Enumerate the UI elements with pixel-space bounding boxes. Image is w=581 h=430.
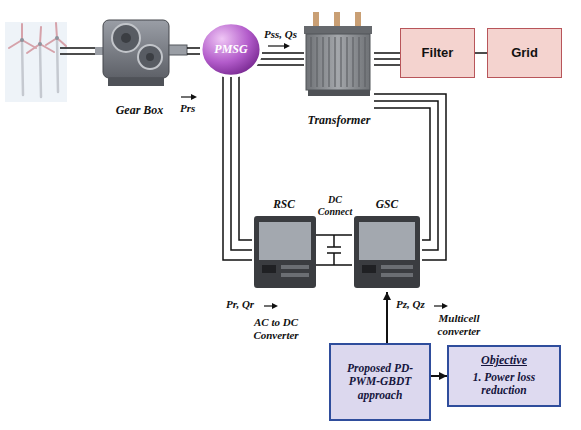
connector-line (475, 52, 487, 54)
connector-line (187, 48, 200, 54)
flow-label: DC Connect (314, 194, 356, 217)
grid-box: Grid (487, 28, 562, 78)
shaft-lines (60, 48, 95, 54)
sky-panel (5, 22, 67, 102)
node-label: Objective (481, 354, 527, 368)
flow-label: Pr, Qr (226, 298, 254, 311)
wind-turbines (5, 22, 67, 102)
flow-label: AC to DC Converter (240, 316, 312, 341)
capacitor-symbol (327, 235, 341, 265)
connector (223, 76, 252, 260)
connector (475, 53, 487, 54)
method-box: Proposed PD-PWM-GBDT approach (329, 343, 431, 421)
converter-node: GSC (352, 198, 422, 292)
connector (383, 292, 391, 343)
flow-label: Pss, Qs (264, 28, 297, 41)
transformer-node: Transformer (304, 8, 374, 128)
connector-line (316, 235, 352, 265)
gearbox-drawing (95, 20, 187, 86)
transformer-drawing (304, 12, 372, 96)
node-label: GSC (376, 198, 398, 211)
arrow-head (383, 292, 391, 300)
connector (431, 372, 447, 380)
converter-node: RSC (252, 198, 316, 292)
flow-label: Pz, Qz (396, 298, 425, 311)
objective-box: Objective 1. Power loss reduction (447, 345, 561, 407)
connector (374, 53, 400, 65)
node-label: PMSG (214, 43, 247, 57)
node-label: Gear Box (116, 104, 164, 118)
node-label: Filter (422, 46, 454, 61)
gearbox-node: Gear Box (92, 10, 187, 118)
filter-box: Filter (400, 28, 475, 78)
connector-line (223, 76, 252, 260)
generator-circle: PMSG (200, 22, 262, 77)
node-label: Proposed PD-PWM-GBDT approach (336, 362, 424, 402)
connector (187, 48, 200, 54)
arrow-head (439, 372, 447, 380)
flow-label: Multicell converter (424, 312, 494, 337)
node-label: Transformer (308, 114, 371, 128)
flow-label: Prs (180, 102, 195, 115)
connector-line (257, 53, 304, 65)
node-body: 1. Power loss reduction (454, 371, 554, 397)
connector-line (374, 53, 400, 65)
node-label: RSC (273, 198, 295, 211)
connector (257, 53, 304, 65)
node-label: Grid (511, 46, 538, 61)
connector (316, 235, 352, 265)
converter-drawing (354, 216, 420, 288)
connector (374, 94, 446, 260)
connector-line (374, 94, 446, 260)
converter-drawing (254, 216, 316, 288)
flow-arrows (181, 43, 448, 309)
